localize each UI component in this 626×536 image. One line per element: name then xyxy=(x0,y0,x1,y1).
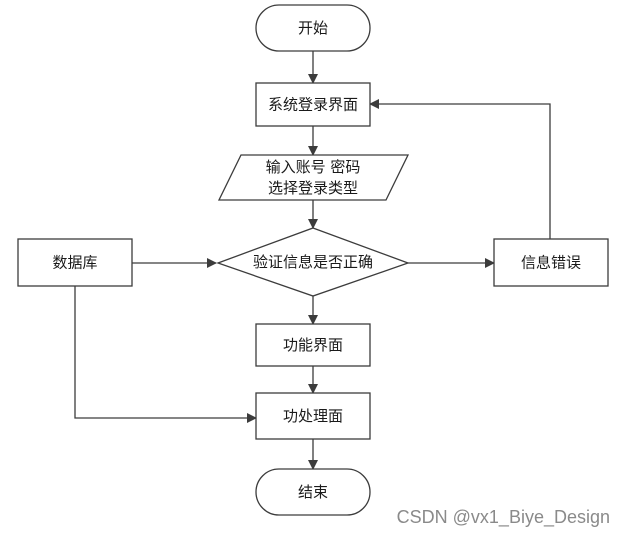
end-node: 结束 xyxy=(255,468,371,516)
login-screen-node: 系统登录界面 xyxy=(255,82,371,127)
input-label-line2: 选择登录类型 xyxy=(268,179,358,197)
edges xyxy=(74,51,551,470)
process-screen-label: 功处理面 xyxy=(283,407,343,425)
validate-decision-node: 验证信息是否正确 xyxy=(216,227,410,297)
database-label: 数据库 xyxy=(52,254,97,272)
edge-database-to-process xyxy=(74,286,257,423)
validate-label: 验证信息是否正确 xyxy=(253,253,373,271)
start-label: 开始 xyxy=(298,19,328,37)
database-node: 数据库 xyxy=(17,238,133,287)
info-error-node: 信息错误 xyxy=(493,238,609,287)
input-node: 输入账号 密码 选择登录类型 xyxy=(217,154,410,201)
process-screen-node: 功处理面 xyxy=(255,392,371,440)
login-screen-label: 系统登录界面 xyxy=(268,96,358,114)
function-screen-label: 功能界面 xyxy=(283,336,343,354)
csdn-watermark: CSDN @vx1_Biye_Design xyxy=(396,507,610,527)
end-label: 结束 xyxy=(298,483,328,501)
edge-error-to-login xyxy=(369,99,551,239)
function-screen-node: 功能界面 xyxy=(255,323,371,367)
start-node: 开始 xyxy=(255,4,371,52)
info-error-label: 信息错误 xyxy=(521,254,581,272)
input-label-line1: 输入账号 密码 xyxy=(266,158,361,176)
